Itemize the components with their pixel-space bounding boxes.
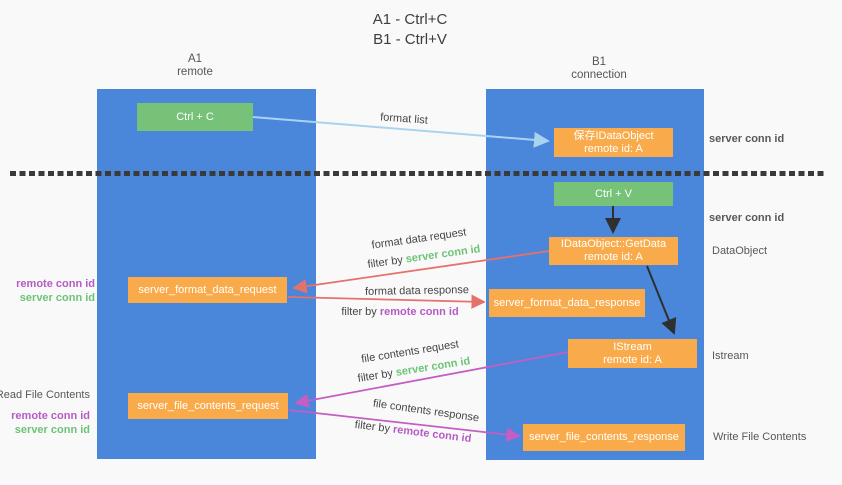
lifeline-b1-role: connection <box>571 69 627 81</box>
lifeline-b1-name: B1 <box>591 56 607 68</box>
server-file-contents-response-node: server_file_contents_response <box>523 424 685 451</box>
lifeline-header-b1: B1 connection <box>539 56 659 82</box>
format-data-response-arrow <box>287 294 486 309</box>
conn-id-annotation-pair-2: remote conn id server conn id <box>11 409 90 437</box>
getdata-line2: remote id: A <box>584 251 643 263</box>
ctrl-v-node: Ctrl + V <box>554 182 673 206</box>
lifeline-header-a1: A1 remote <box>135 53 255 79</box>
istream-line1: IStream <box>613 340 652 353</box>
server-format-data-response-label: server_format_data_response <box>493 296 641 309</box>
filter-by-text: filter by <box>356 366 397 385</box>
server-file-contents-request-node: server_file_contents_request <box>128 393 288 419</box>
server-format-data-request-node: server_format_data_request <box>128 277 287 303</box>
filter-by-text: filter by <box>366 253 407 271</box>
server-conn-id-text: server conn id <box>394 355 472 379</box>
read-file-contents-annotation: Read File Contents <box>0 389 90 401</box>
conn-id-annotation-pair-1: remote conn id server conn id <box>16 277 95 305</box>
server-file-contents-response-label: server_file_contents_response <box>529 431 679 443</box>
server-conn-id-annotation-2: server conn id <box>709 212 785 224</box>
filter-by-text: filter by <box>354 418 394 436</box>
phase-divider-dashed-line <box>10 171 825 176</box>
format-list-label: format list <box>379 111 429 127</box>
remote-conn-id-text: remote conn id <box>379 306 459 318</box>
server-format-data-response-node: server_format_data_response <box>489 289 645 317</box>
file-contents-response-label: file contents response <box>372 397 480 425</box>
write-file-contents-annotation: Write File Contents <box>713 431 807 443</box>
diagram-title: A1 - Ctrl+C B1 - Ctrl+V <box>310 10 510 50</box>
format-data-response-label: format data response <box>364 284 470 298</box>
istream-annotation: Istream <box>712 350 749 362</box>
server-conn-id-annotation: server conn id <box>14 424 90 436</box>
dataobject-annotation: DataObject <box>712 245 768 257</box>
filter-by-remote-conn-id-label-2: filter by remote conn id <box>354 419 472 445</box>
save-dataobject-line1: 保存IDataObject <box>573 129 654 142</box>
lifeline-a1-name: A1 <box>187 53 203 65</box>
ctrl-c-label: Ctrl + C <box>176 110 214 123</box>
server-conn-id-text: server conn id <box>404 243 482 266</box>
server-format-data-request-label: server_format_data_request <box>138 283 277 296</box>
filter-by-text: filter by <box>341 306 380 318</box>
remote-conn-id-annotation: remote conn id <box>16 278 95 290</box>
remote-conn-id-annotation: remote conn id <box>11 410 90 422</box>
server-file-contents-request-label: server_file_contents_request <box>137 399 279 412</box>
ctrl-v-label: Ctrl + V <box>595 187 632 200</box>
getdata-line1: IDataObject::GetData <box>560 238 667 250</box>
save-dataobject-line2: remote id: A <box>584 142 643 155</box>
lifeline-a1-role: remote <box>177 66 213 78</box>
title-line-1: A1 - Ctrl+C <box>372 11 448 28</box>
remote-conn-id-text: remote conn id <box>392 423 472 446</box>
server-conn-id-annotation: server conn id <box>19 292 95 304</box>
istream-line2: remote id: A <box>603 353 662 366</box>
ctrl-c-node: Ctrl + C <box>137 103 253 131</box>
istream-node: IStream remote id: A <box>568 339 697 368</box>
save-dataobject-node: 保存IDataObject remote id: A <box>554 128 673 157</box>
server-conn-id-annotation-1: server conn id <box>709 133 785 145</box>
getdata-node: IDataObject::GetData remote id: A <box>549 237 678 265</box>
filter-by-remote-conn-id-label-1: filter by remote conn id <box>341 306 458 318</box>
title-line-2: B1 - Ctrl+V <box>373 31 447 48</box>
